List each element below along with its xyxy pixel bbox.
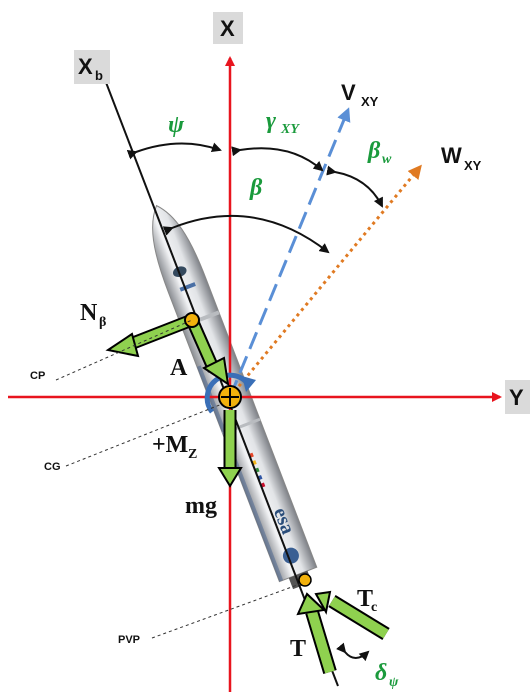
axis-y-label: Y <box>509 385 524 410</box>
pvp-point <box>298 573 312 587</box>
cg-point <box>218 385 242 409</box>
weight-label: mg <box>185 493 217 519</box>
velocity-label: V <box>341 80 356 105</box>
cg-label: CG <box>44 461 61 473</box>
axis-xb-label: X <box>78 54 93 79</box>
gamma-sub: XY <box>280 122 300 137</box>
axis-xb-label-bg <box>74 50 110 84</box>
beta-label: β <box>249 175 263 201</box>
axis-x-label: X <box>220 16 235 41</box>
pvp-leader <box>151 583 301 639</box>
beta-arc <box>162 214 330 254</box>
axial-force-arrow <box>186 317 230 387</box>
normal-force-arrow <box>105 313 195 358</box>
beta-w-label: β <box>367 138 381 164</box>
axial-force-label: A <box>170 355 188 381</box>
velocity-sub: XY <box>361 94 379 109</box>
moment-arc <box>204 372 250 414</box>
thrust-c-label: T <box>357 586 373 612</box>
delta-sub: ψ <box>389 675 399 690</box>
wind-vector <box>228 164 422 398</box>
delta-arc <box>336 642 370 662</box>
beta-w-arc <box>326 165 383 208</box>
weight-arrow <box>217 410 243 488</box>
psi-label: ψ <box>168 112 185 138</box>
axis-x-label-bg <box>213 12 243 44</box>
cp-label: CP <box>30 370 45 382</box>
normal-force-sub: β <box>99 315 106 330</box>
normal-force-label: N <box>80 300 98 326</box>
moment-label: +M <box>152 432 188 458</box>
gamma-arc <box>231 146 324 172</box>
thrust-t-arrow <box>296 592 337 675</box>
cg-leader <box>65 403 223 467</box>
delta-label: δ <box>375 660 387 686</box>
cp-leader <box>55 319 193 381</box>
cp-point <box>184 312 200 328</box>
velocity-vector <box>228 107 351 398</box>
axis-xb-sub: b <box>95 68 103 83</box>
wind-label: W <box>441 143 462 168</box>
beta-w-sub: w <box>382 152 392 167</box>
thrust-c-sub: c <box>371 600 377 615</box>
thrust-t-label: T <box>290 636 306 662</box>
gamma-label: γ <box>266 108 276 134</box>
thrust-tc-arrow <box>314 590 390 640</box>
pvp-label: PVP <box>118 634 140 646</box>
moment-sub: Z <box>188 447 197 462</box>
axis-y-label-bg <box>505 380 530 414</box>
wind-sub: XY <box>464 158 482 173</box>
psi-arc <box>126 142 222 160</box>
